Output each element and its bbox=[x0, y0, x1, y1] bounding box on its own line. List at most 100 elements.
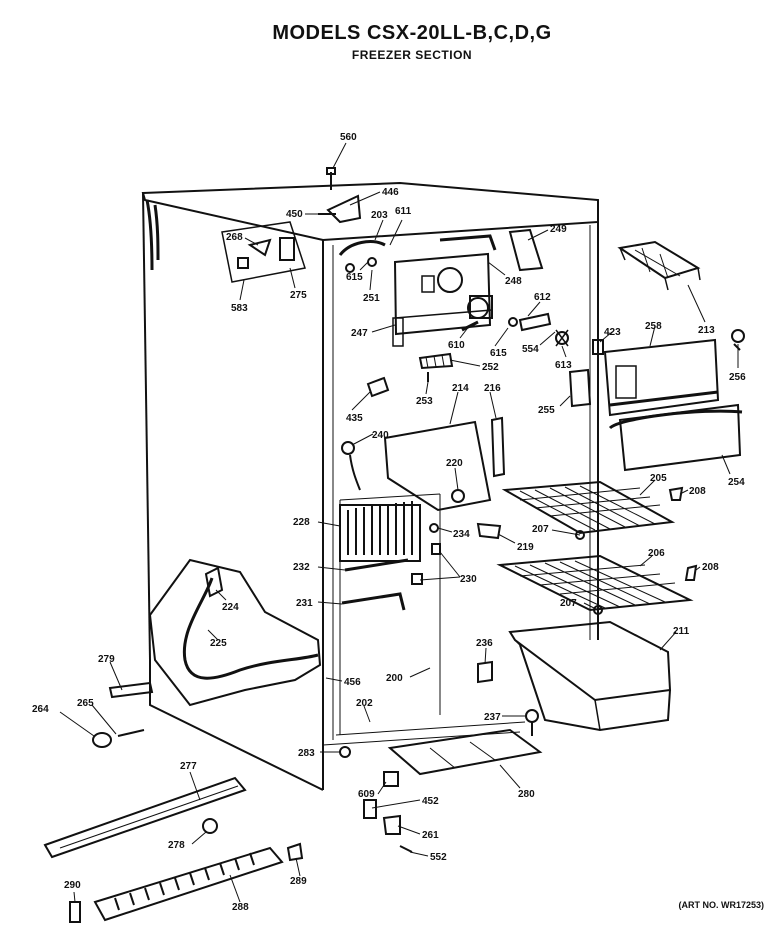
part-613-fan bbox=[555, 329, 569, 347]
part-211-basket bbox=[508, 620, 672, 732]
part-label: 452 bbox=[422, 796, 439, 807]
part-label: 435 bbox=[346, 413, 363, 424]
part-268-control-bracket bbox=[221, 221, 306, 283]
part-label: 456 bbox=[344, 677, 361, 688]
part-label: 203 bbox=[371, 210, 388, 221]
part-219-drain bbox=[476, 522, 502, 540]
part-label: 236 bbox=[476, 638, 493, 649]
part-label: 234 bbox=[453, 529, 470, 540]
part-label: 258 bbox=[645, 321, 662, 332]
part-label: 290 bbox=[64, 880, 81, 891]
part-label: 283 bbox=[298, 748, 315, 759]
art-number: (ART NO. WR17253) bbox=[678, 900, 764, 910]
part-label: 231 bbox=[296, 598, 313, 609]
part-label: 279 bbox=[98, 654, 115, 665]
part-255-cover bbox=[568, 368, 592, 408]
part-label: 230 bbox=[460, 574, 477, 585]
part-289-clip bbox=[286, 842, 304, 862]
part-224-bracket bbox=[204, 566, 224, 598]
part-label: 237 bbox=[484, 712, 501, 723]
part-label: 251 bbox=[363, 293, 380, 304]
part-label: 248 bbox=[505, 276, 522, 287]
part-label: 206 bbox=[648, 548, 665, 559]
part-label: 202 bbox=[356, 698, 373, 709]
part-240-sensor bbox=[341, 441, 361, 491]
part-230-clip bbox=[411, 543, 441, 585]
part-label: 277 bbox=[180, 761, 197, 772]
part-label: 288 bbox=[232, 902, 249, 913]
part-label: 264 bbox=[32, 704, 49, 715]
part-label: 450 bbox=[286, 209, 303, 220]
part-258-bin-support bbox=[603, 338, 720, 417]
part-423-plug bbox=[592, 339, 604, 355]
part-213-ice-tray bbox=[617, 240, 701, 291]
part-label: 224 bbox=[222, 602, 239, 613]
part-label: 613 bbox=[555, 360, 572, 371]
part-610-thermostat bbox=[461, 295, 552, 332]
part-609-bracket bbox=[383, 771, 399, 787]
part-label: 249 bbox=[550, 224, 567, 235]
part-232-heater bbox=[344, 558, 409, 572]
part-228-evaporator-coil bbox=[339, 501, 421, 562]
diagram-title: MODELS CSX-20LL-B,C,D,G bbox=[272, 22, 552, 44]
part-237-drain bbox=[525, 709, 539, 736]
part-label: 207 bbox=[560, 598, 577, 609]
part-label: 261 bbox=[422, 830, 439, 841]
part-label: 252 bbox=[482, 362, 499, 373]
part-label: 213 bbox=[698, 325, 715, 336]
part-452-plate bbox=[363, 799, 377, 819]
diagram-subtitle: FREEZER SECTION bbox=[351, 48, 473, 62]
part-label: 615 bbox=[346, 272, 363, 283]
part-label: 220 bbox=[446, 458, 463, 469]
part-label: 609 bbox=[358, 789, 375, 800]
part-552-screw bbox=[399, 845, 413, 853]
part-208-clip bbox=[668, 486, 698, 581]
part-label: 256 bbox=[729, 372, 746, 383]
part-283-hinge bbox=[339, 746, 351, 758]
part-label: 265 bbox=[77, 698, 94, 709]
part-label: 268 bbox=[226, 232, 243, 243]
part-label: 216 bbox=[484, 383, 501, 394]
part-264-roller bbox=[92, 732, 112, 748]
part-288-grille bbox=[93, 846, 284, 922]
part-252-grille bbox=[418, 352, 454, 370]
part-label: 554 bbox=[522, 344, 539, 355]
part-label: 583 bbox=[231, 303, 248, 314]
part-label: 247 bbox=[351, 328, 368, 339]
part-label: 560 bbox=[340, 132, 357, 143]
part-265-pin bbox=[117, 729, 145, 737]
part-label: 225 bbox=[210, 638, 227, 649]
part-279-rail bbox=[108, 681, 154, 699]
part-label: 208 bbox=[702, 562, 719, 573]
part-label: 612 bbox=[534, 292, 551, 303]
part-label: 211 bbox=[673, 626, 690, 637]
part-label: 611 bbox=[395, 206, 412, 217]
part-label: 255 bbox=[538, 405, 555, 416]
part-206-shelf bbox=[496, 554, 694, 612]
part-label: 278 bbox=[168, 840, 185, 851]
part-label: 610 bbox=[448, 340, 465, 351]
part-231-heater bbox=[341, 592, 406, 611]
part-label: 228 bbox=[293, 517, 310, 528]
part-labels: 560 446 450 203 611 268 249 615 251 248 … bbox=[32, 132, 746, 913]
part-290-clip bbox=[69, 901, 81, 923]
part-label: 446 bbox=[382, 187, 399, 198]
part-254-bin bbox=[608, 403, 743, 472]
part-236-clip bbox=[477, 660, 493, 684]
part-205-shelf bbox=[501, 480, 676, 535]
part-225-liner bbox=[148, 558, 322, 707]
leader-lines bbox=[59, 142, 739, 903]
part-247-control-panel bbox=[392, 252, 493, 347]
part-label: 423 bbox=[604, 327, 621, 338]
part-278-roller bbox=[202, 818, 218, 834]
part-label: 615 bbox=[490, 348, 507, 359]
part-234-clip bbox=[429, 523, 439, 533]
part-label: 253 bbox=[416, 396, 433, 407]
part-label: 254 bbox=[728, 477, 745, 488]
part-label: 240 bbox=[372, 430, 389, 441]
part-560-screw bbox=[326, 167, 336, 190]
part-label: 232 bbox=[293, 562, 310, 573]
part-label: 214 bbox=[452, 383, 469, 394]
part-label: 552 bbox=[430, 852, 447, 863]
